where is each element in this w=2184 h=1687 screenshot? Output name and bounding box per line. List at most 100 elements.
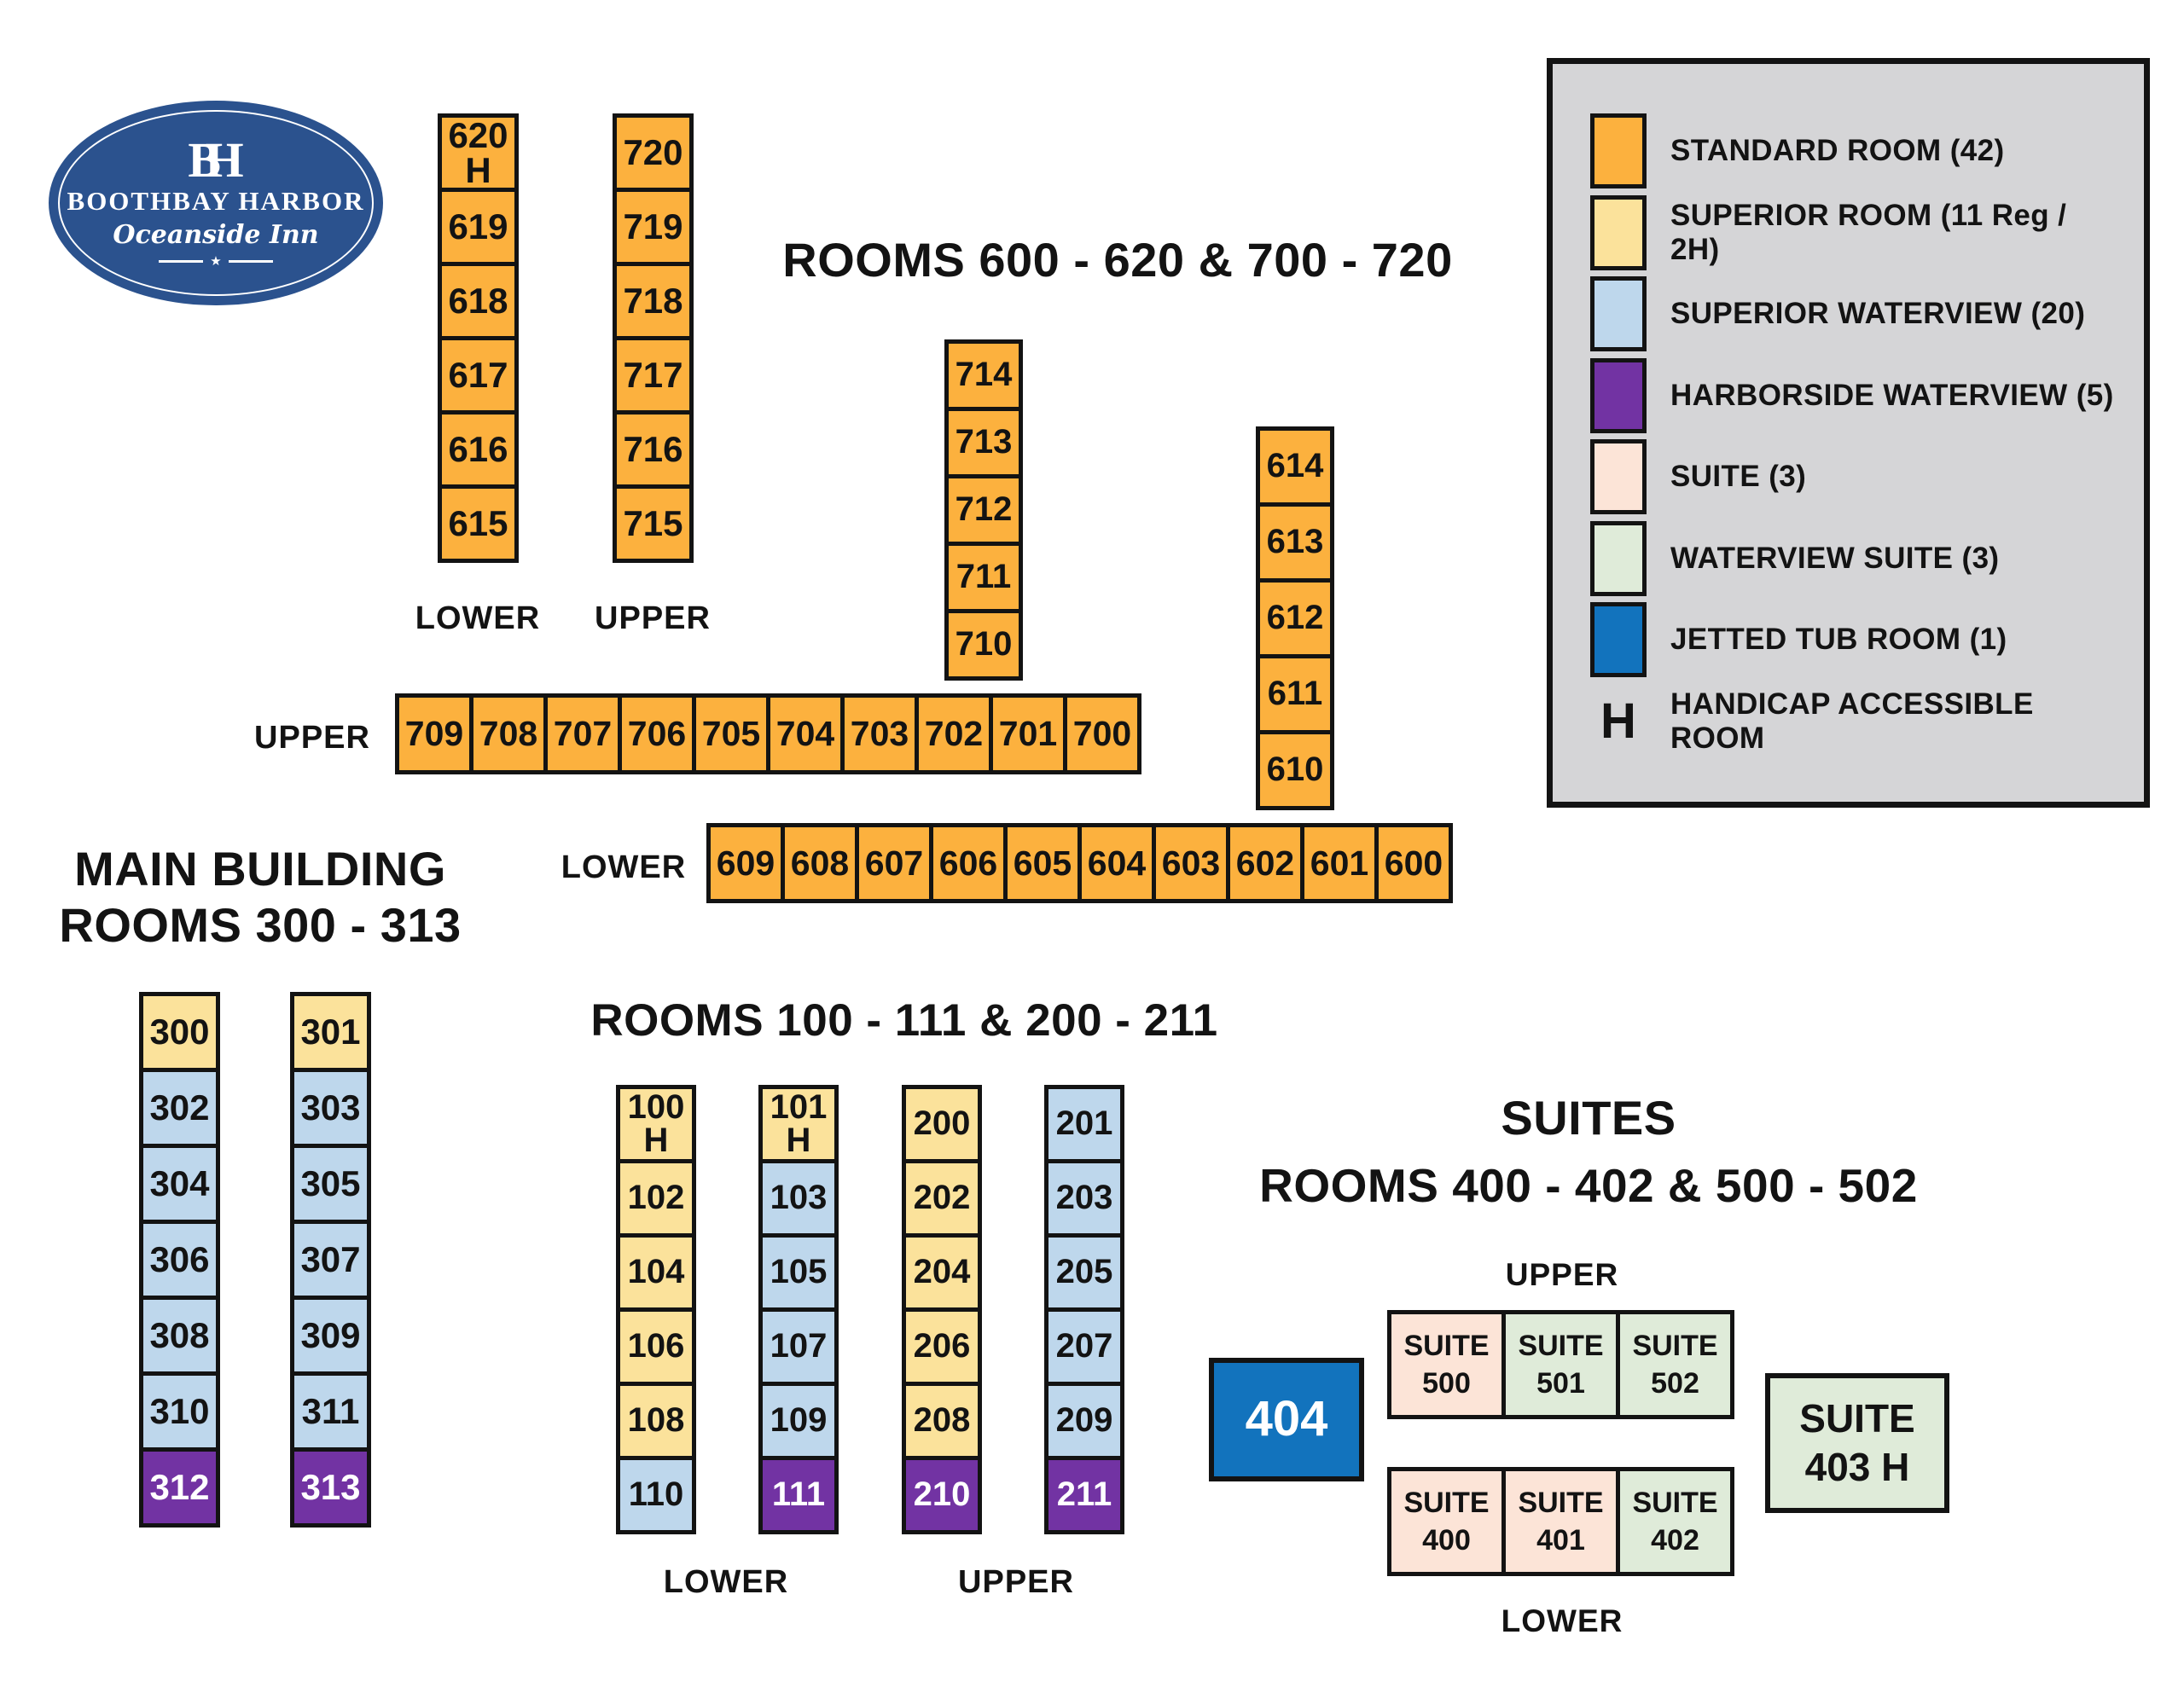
room-313: 313 [290, 1447, 371, 1528]
room-label: 101 [770, 1087, 828, 1126]
room-301: 301 [290, 992, 371, 1072]
main-building-title-line1: MAIN BUILDING [74, 842, 446, 896]
floor-label-upper-200: UPPER [958, 1564, 1074, 1600]
room-sublabel: H [643, 1122, 669, 1159]
room-sublabel: 401 [1536, 1524, 1585, 1557]
room-label: 612 [1266, 599, 1324, 637]
floor-label-upper-720: UPPER [595, 600, 711, 636]
room-611: 611 [1256, 654, 1334, 734]
suite-color-swatch [1590, 439, 1647, 515]
room-label: 607 [864, 843, 924, 883]
room-label: 709 [404, 714, 464, 754]
room-102: 102 [616, 1159, 696, 1238]
legend-item-harborside_waterview: HARBORSIDE WATERVIEW (5) [1590, 357, 2118, 433]
room-306: 306 [139, 1220, 220, 1300]
room-609: 609 [706, 823, 785, 903]
section-title-rooms-100-200: ROOMS 100 - 111 & 200 - 211 [590, 995, 1218, 1046]
room-label: 200 [913, 1104, 971, 1143]
room-label: 707 [553, 714, 613, 754]
harborside-waterview-color-swatch [1590, 357, 1647, 433]
room-200: 200 [902, 1085, 982, 1163]
room-label: 611 [1267, 675, 1323, 713]
room-label: 615 [448, 503, 508, 544]
room-label: SUITE [1632, 1486, 1718, 1519]
legend-item-superior: SUPERIOR ROOM (11 Reg / 2H) [1590, 194, 2118, 270]
superior-color-swatch [1590, 194, 1647, 270]
room-label: 308 [149, 1315, 210, 1356]
room-label: 606 [938, 843, 998, 883]
room-612: 612 [1256, 578, 1334, 658]
room-sublabel: H [465, 150, 491, 190]
room-label: 719 [623, 206, 683, 247]
section-title-main-building: MAIN BUILDING ROOMS 300 - 313 [26, 841, 495, 953]
room-sublabel: 500 [1422, 1367, 1471, 1400]
standard-color-swatch [1590, 113, 1647, 188]
room-label: 311 [301, 1391, 360, 1432]
room-605: 605 [1003, 823, 1082, 903]
room-sublabel: 402 [1651, 1524, 1699, 1557]
room-label: 108 [627, 1401, 685, 1440]
room-label: 608 [790, 843, 850, 883]
logo-monogram: BH [188, 131, 243, 188]
room-720: 720 [613, 113, 694, 192]
room-label: 601 [1310, 843, 1369, 883]
room-label: 103 [770, 1179, 828, 1217]
section-title-suites: SUITES [1501, 1091, 1676, 1145]
room-718: 718 [613, 262, 694, 340]
main-building-title-line2: ROOMS 300 - 313 [59, 897, 462, 952]
room-label: SUITE [1799, 1395, 1915, 1441]
room-602: 602 [1226, 823, 1304, 903]
room-label: 702 [924, 714, 984, 754]
room-label: 304 [149, 1163, 210, 1204]
room-711: 711 [944, 542, 1023, 613]
room-709: 709 [395, 693, 473, 774]
room-704: 704 [766, 693, 845, 774]
legend-item-superior_waterview: SUPERIOR WATERVIEW (20) [1590, 276, 2118, 352]
room-label: 111 [771, 1475, 826, 1514]
room-705: 705 [692, 693, 770, 774]
room-614: 614 [1256, 426, 1334, 507]
room-label: 312 [149, 1467, 210, 1508]
room-label: 609 [716, 843, 775, 883]
room-label: 100 [627, 1087, 685, 1126]
room-206: 206 [902, 1307, 982, 1386]
room-616: 616 [438, 410, 519, 489]
room-715: 715 [613, 484, 694, 563]
room-label: 711 [956, 558, 1012, 596]
room-label: 107 [770, 1327, 828, 1365]
legend-item-label: HANDICAP ACCESSIBLE ROOM [1670, 687, 2034, 755]
room-label: 617 [448, 355, 508, 396]
floor-label-upper-row-700: UPPER [254, 720, 370, 756]
room-label: 616 [448, 429, 508, 470]
room-sublabel: 403 H [1804, 1445, 1910, 1489]
room-label: 204 [913, 1253, 971, 1291]
waterview-suite-color-swatch [1590, 520, 1647, 596]
floor-label-lower-100: LOWER [663, 1564, 789, 1600]
logo-hotel-subname: Oceanside Inn [113, 220, 319, 251]
room-205: 205 [1044, 1233, 1124, 1312]
room-211: 211 [1044, 1456, 1124, 1534]
room-label: 305 [300, 1163, 361, 1204]
room-713: 713 [944, 407, 1023, 478]
logo-star-divider: ★ [159, 255, 273, 268]
floor-label-lower-620: LOWER [415, 600, 541, 636]
handicap-h-symbol: H [1600, 693, 1636, 749]
room-label: 704 [775, 714, 835, 754]
room-204: 204 [902, 1233, 982, 1312]
room-610: 610 [1256, 730, 1334, 810]
room-label: 203 [1055, 1179, 1113, 1217]
legend-item-label: STANDARD ROOM (42) [1670, 134, 2005, 167]
room-703: 703 [840, 693, 919, 774]
room-404: 404 [1209, 1358, 1364, 1481]
room-sublabel: H [786, 1122, 811, 1159]
